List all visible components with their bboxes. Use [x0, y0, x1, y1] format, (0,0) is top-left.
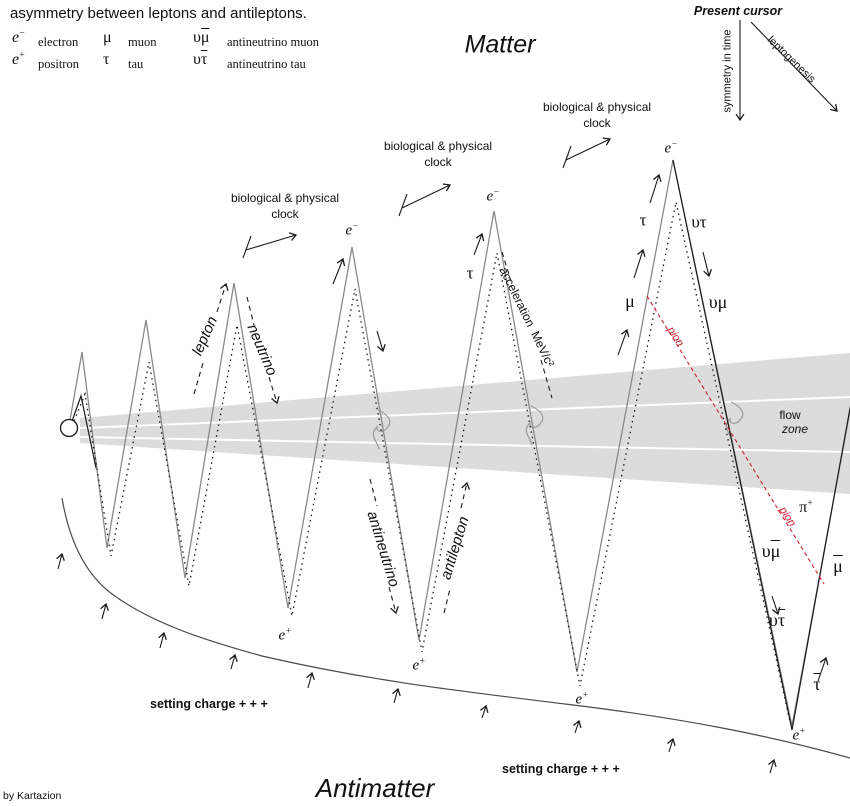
zigzag-start-inner [70, 393, 97, 469]
clock-mid-line2: clock [424, 155, 452, 169]
legend-label-electron: electron [38, 35, 79, 49]
pion-plus-label: π+ [799, 497, 813, 516]
flow-zone-label-line2: zone [781, 422, 809, 436]
zigzag-trajectory-dotted [69, 201, 791, 723]
present-cursor-title: Present cursor [693, 3, 783, 18]
credit-label: by Kartazion [3, 790, 62, 802]
present-cursor-arrows [735, 20, 838, 122]
flank-dashed-arrows [193, 251, 553, 615]
legend-label-positron: positron [38, 57, 79, 71]
antineutrino-muon-label: υμ [761, 541, 781, 561]
setting-charge-label-right: setting charge + + + [502, 762, 620, 776]
positron-label-3: e+ [575, 690, 589, 708]
legend-sym-electron: e− [12, 27, 25, 46]
antimuon-label: μ [833, 556, 843, 576]
page-title: asymmetry between leptons and antilepton… [10, 5, 307, 22]
electron-label-2: e− [486, 187, 500, 205]
electron-label-3: e− [664, 139, 678, 157]
matter-region-label: Matter [464, 30, 536, 59]
pion-dashed-line [646, 295, 825, 585]
flow-zone-label-line1: flow [779, 408, 801, 422]
legend-label-muon: muon [128, 35, 157, 49]
setting-charge-label-left: setting charge + + + [150, 697, 268, 711]
legend-label-antineutrino-tau: antineutrino tau [227, 57, 306, 71]
legend-sym-antineutrino-tau: υτ [193, 51, 208, 68]
tau-label-mid: τ [466, 263, 474, 283]
antitau-label: τ [813, 674, 821, 694]
legend-label-tau: tau [128, 57, 144, 71]
antineutrino-tau-label: υτ [768, 610, 786, 630]
antimatter-region-label: Antimatter [315, 773, 435, 804]
start-node-icon [59, 418, 79, 438]
clock-left-line1: biological & physical [230, 191, 340, 205]
neutrino-tau-label: υτ [691, 212, 707, 232]
clock-arrows [242, 137, 612, 259]
muon-label: μ [625, 291, 635, 311]
charge-curve [61, 497, 850, 759]
clock-right-line2: clock [583, 116, 611, 130]
electron-label-1: e− [345, 221, 359, 239]
charge-arrows [56, 552, 777, 774]
zigzag-last-v-black [672, 159, 850, 731]
positron-label-1: e+ [278, 626, 292, 644]
tau-label-right: τ [639, 210, 647, 230]
legend-sym-muon: μ [103, 29, 112, 46]
neutrino-muon-label: υμ [708, 292, 728, 312]
symmetry-in-time-axis-label: symmetry in time [721, 29, 734, 113]
legend-sym-positron: e+ [12, 49, 25, 68]
clock-right-line1: biological & physical [542, 100, 652, 114]
positron-label-2: e+ [412, 656, 426, 674]
positron-label-4: e+ [792, 726, 806, 744]
clock-mid-line1: biological & physical [383, 139, 493, 153]
legend-sym-antineutrino-muon: υμ [193, 29, 210, 46]
legend-sym-tau: τ [103, 51, 110, 68]
zigzag-trajectory-gray [69, 159, 850, 727]
legend-label-antineutrino-muon: antineutrino muon [227, 35, 319, 49]
clock-left-line2: clock [271, 207, 299, 221]
flank-arrows [332, 173, 829, 682]
